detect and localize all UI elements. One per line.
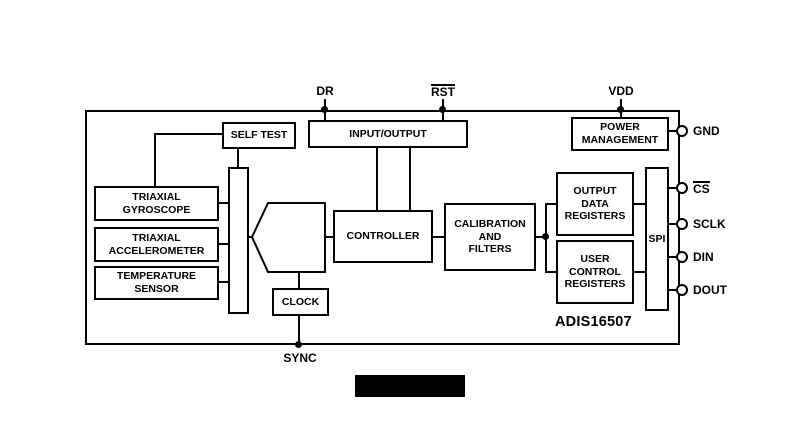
pin-label-dr: DR [313,84,337,98]
pin-din-text: DIN [693,250,714,264]
wire-pentagon-controller [326,236,333,238]
part-number-label: ADIS16507 [555,314,632,330]
wire-din [668,256,677,258]
pin-rst-text: RST [431,84,455,99]
wire-mux-pentagon [249,236,253,238]
redacted-caption-bar [355,375,465,397]
wire-temp-mux [219,281,228,283]
pin-dot-rst [439,106,446,113]
pin-ring-cs [676,182,688,194]
wire-junction-ucr [545,271,556,273]
block-calibration-filters: CALIBRATION AND FILTERS [444,203,536,271]
wire-selftest-left-v [154,133,156,186]
wire-controller-cal [433,236,444,238]
pin-dout-text: DOUT [693,283,727,297]
pin-sync-text: SYNC [283,351,317,365]
block-clock: CLOCK [272,288,329,316]
block-self-test: SELF TEST [222,122,296,149]
wire-ucr-spi [634,271,645,273]
pin-label-sync: SYNC [278,351,322,365]
wire-sync [298,316,300,345]
pin-vdd-text: VDD [608,84,634,98]
pin-gnd-text: GND [693,124,720,138]
wire-dout [668,289,677,291]
wire-junction-odr [545,203,556,205]
pin-ring-dout [676,284,688,296]
block-controller: CONTROLLER [333,210,433,263]
block-spi: SPI [645,167,669,311]
pin-ring-din [676,251,688,263]
junction-dot [542,233,549,240]
pin-dot-vdd [617,106,624,113]
block-input-output: INPUT/OUTPUT [308,120,468,148]
pin-label-dout: DOUT [693,283,727,297]
wire-accel-mux [219,243,228,245]
signal-chain-pentagon [251,202,326,273]
pin-label-rst: RST [429,84,457,100]
wire-cs [668,187,677,189]
block-power-management: POWER MANAGEMENT [571,117,669,151]
block-temperature-sensor: TEMPERATURE SENSOR [94,266,219,300]
block-user-control-registers: USER CONTROL REGISTERS [556,240,634,304]
pin-label-cs: CS [693,181,710,197]
pentagon-shape [251,202,326,273]
wire-gyro-mux [219,202,228,204]
wire-io-controller-1 [376,148,378,210]
signal-mux-bar [228,167,249,314]
block-triaxial-accelerometer: TRIAXIAL ACCELEROMETER [94,227,219,262]
wire-cal-junction [536,236,546,238]
pin-ring-sclk [676,218,688,230]
wire-selftest-left-h [155,133,222,135]
wire-sclk [668,223,677,225]
block-triaxial-gyroscope: TRIAXIAL GYROSCOPE [94,186,219,221]
wire-pentagon-clock [298,272,300,288]
wire-gnd [667,130,677,132]
wire-io-controller-2 [409,148,411,210]
pin-dot-sync [295,341,302,348]
pin-label-din: DIN [693,250,714,264]
pin-label-sclk: SCLK [693,217,726,231]
pin-ring-gnd [676,125,688,137]
pin-dot-dr [321,106,328,113]
pin-cs-text: CS [693,181,710,196]
pin-label-gnd: GND [693,124,720,138]
pin-sclk-text: SCLK [693,217,726,231]
wire-odr-spi [634,203,645,205]
pin-label-vdd: VDD [606,84,636,98]
pin-dr-text: DR [316,84,334,98]
wire-selftest-muxbar [237,149,239,167]
block-output-data-registers: OUTPUT DATA REGISTERS [556,172,634,236]
